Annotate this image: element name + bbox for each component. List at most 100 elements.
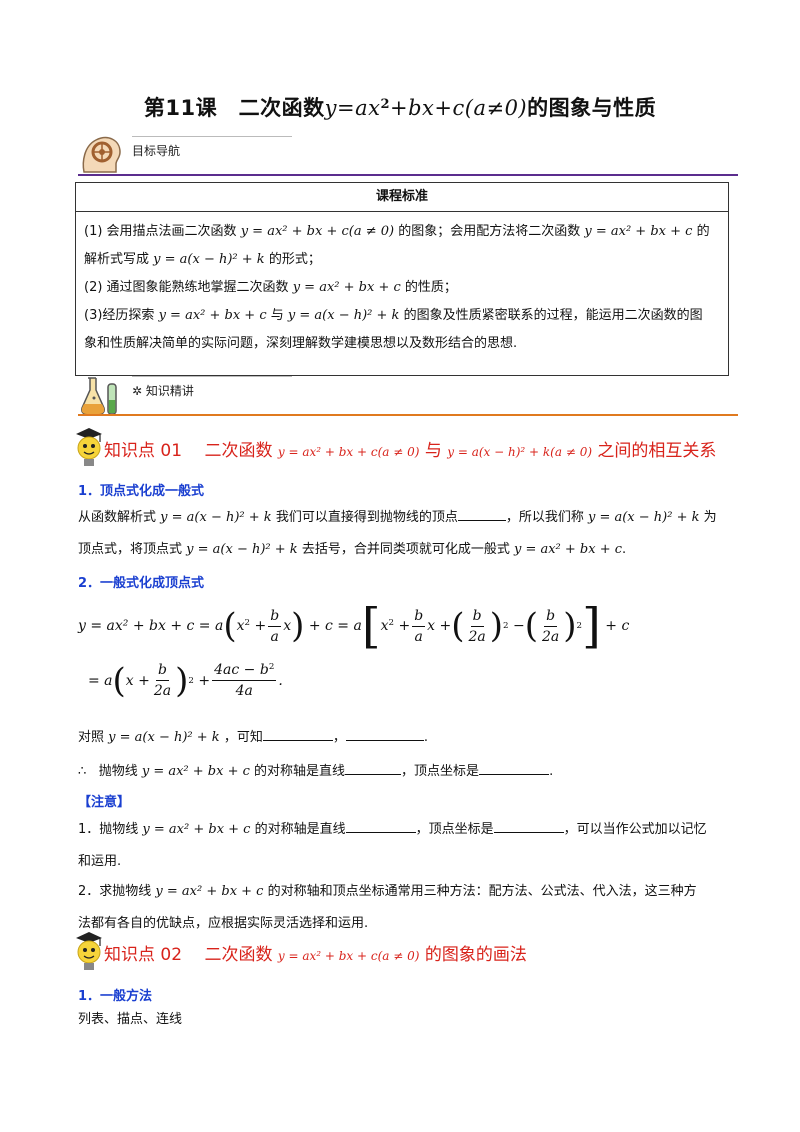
formula: y = a(x − h)² + k: [186, 542, 298, 557]
formula: y = a(x − h)² + k: [587, 510, 700, 525]
formula: y = a(x − h)² + k: [153, 252, 265, 267]
text: .: [622, 542, 627, 557]
text: 顶点式，将顶点式: [78, 542, 183, 557]
text: 抛物线: [98, 764, 138, 779]
text: ，: [332, 730, 346, 745]
kp2-prefix: 知识点 02 二次函数: [104, 945, 273, 965]
kp1-formula-1: y = ax² + bx + c(a ≠ 0): [277, 445, 420, 459]
knowledge-point-02: 知识点 02 二次函数 y = ax² + bx + c(a ≠ 0) 的图象的…: [72, 930, 752, 978]
knowledge-header: ✲ 知识精讲: [78, 374, 292, 420]
kp2-sub-1: 1．一般方法: [78, 989, 153, 1004]
header-accent-line: [132, 376, 292, 377]
standard-item-3: (3)经历探索 y = ax² + bx + c 与 y = a(x − h)²…: [84, 302, 720, 330]
formula: y = a(x − h)² + k: [160, 510, 272, 525]
standards-heading: 课程标准: [76, 183, 728, 212]
fill-blank[interactable]: [479, 760, 550, 775]
text: 的形式；: [268, 252, 321, 267]
text: .: [423, 730, 428, 745]
text: ，可知: [223, 730, 263, 745]
fill-blank[interactable]: [457, 506, 506, 521]
standard-item-3-cont: 象和性质解决简单的实际问题，深刻理解数学建模思想以及数形结合的思想.: [84, 330, 720, 358]
formula: y = ax² + bx + c: [142, 822, 251, 837]
text: 的图象；会用配方法将二次函数: [398, 224, 581, 239]
text: 象和性质解决简单的实际问题，深刻理解数学建模思想以及数形结合的思想.: [84, 336, 518, 351]
compare-line: 对照 y = a(x − h)² + k ，可知 ，.: [78, 722, 728, 754]
header-accent-line: [132, 136, 292, 137]
text: 的对称轴是直线: [254, 822, 346, 837]
formula: y = ax² + bx + c: [155, 884, 264, 899]
orange-divider: [78, 414, 738, 416]
text: ，顶点坐标是: [415, 822, 494, 837]
title-formula-y: y: [324, 96, 337, 120]
kp1-formula-2: y = a(x − h)² + k(a ≠ 0): [447, 445, 593, 459]
lightbulb-mascot-icon: [76, 428, 102, 466]
text: (2) 通过图象能熟练地掌握二次函数: [84, 280, 289, 295]
text: 的对称轴是直线: [254, 764, 346, 779]
text: 的对称轴和顶点坐标通常用三种方法：配方法、公式法、代入法，这三种方: [267, 884, 697, 899]
text: 从函数解析式: [78, 510, 157, 525]
formula: y = a(x − h)² + k: [287, 308, 400, 323]
page-title: 第11课 二次函数y=ax2+bx+c(a≠0)的图象与性质: [0, 92, 800, 122]
fill-blank[interactable]: [345, 726, 424, 741]
text: (3)经历探索: [84, 308, 155, 323]
knowledge-point-01: 知识点 01 二次函数 y = ax² + bx + c(a ≠ 0) 与 y …: [72, 426, 752, 474]
title-suffix: 的图象与性质: [527, 96, 657, 120]
kp1-paragraph-1: 从函数解析式 y = a(x − h)² + k 我们可以直接得到抛物线的顶点 ，…: [78, 502, 728, 566]
text: 为: [703, 510, 717, 525]
note-title: 【注意】: [78, 795, 131, 810]
text: 2．求抛物线: [78, 884, 152, 899]
fill-blank[interactable]: [262, 726, 333, 741]
kp2-title: 知识点 02 二次函数 y = ax² + bx + c(a ≠ 0) 的图象的…: [104, 940, 527, 965]
text: 1．抛物线: [78, 822, 139, 837]
standard-item-1-cont: 解析式写成 y = a(x − h)² + k 的形式；: [84, 246, 720, 274]
text: ，所以我们称: [505, 510, 584, 525]
standard-item-1: (1) 会用描点法画二次函数 y = ax² + bx + c(a ≠ 0) 的…: [84, 218, 720, 246]
formula: y = ax² + bx + c: [513, 542, 623, 557]
text: 与: [270, 308, 284, 323]
purple-divider: [78, 174, 738, 176]
text: 的: [696, 224, 710, 239]
fill-blank[interactable]: [493, 818, 564, 833]
formula: y = ax² + bx + c: [158, 308, 267, 323]
text: .: [549, 764, 554, 779]
text: ，可以当作公式加以记忆: [563, 822, 707, 837]
therefore-line: ∴ 抛物线 y = ax² + bx + c 的对称轴是直线 ，顶点坐标是.: [78, 756, 728, 788]
derivation-lhs-2: = a: [88, 672, 113, 689]
head-gear-icon: [82, 136, 121, 173]
title-prefix: 第11课 二次函数: [143, 96, 325, 120]
course-standards-box: 课程标准 (1) 会用描点法画二次函数 y = ax² + bx + c(a ≠…: [75, 182, 729, 376]
formula: y = ax² + bx + c(a ≠ 0): [240, 224, 395, 239]
title-formula-rest: +bx+c(a≠0): [390, 96, 528, 120]
knowledge-label-text: 知识精讲: [145, 384, 194, 398]
kp1-title: 知识点 01 二次函数 y = ax² + bx + c(a ≠ 0) 与 y …: [104, 436, 716, 461]
derivation-lhs: y = ax² + bx + c = a: [78, 618, 224, 634]
text: 的图象及性质紧密联系的过程，能运用二次函数的图: [403, 308, 703, 323]
text: 和运用.: [78, 854, 122, 869]
standard-item-2: (2) 通过图象能熟练地掌握二次函数 y = ax² + bx + c 的性质；: [84, 274, 720, 302]
formula: y = ax² + bx + c: [584, 224, 693, 239]
formula: y = ax² + bx + c: [292, 280, 401, 295]
kp1-sub-2: 2．一般式化成顶点式: [78, 576, 205, 591]
kp1-sub-1: 1．顶点式化成一般式: [78, 484, 205, 499]
kp2-paragraph-1: 列表、描点、连线: [78, 1012, 183, 1027]
text: 对照: [78, 730, 105, 745]
therefore-symbol: ∴: [78, 764, 87, 779]
lightbulb-mascot-icon: [76, 932, 102, 970]
kp1-mid: 与: [424, 441, 442, 461]
knowledge-label: ✲ 知识精讲: [132, 384, 194, 398]
fill-blank[interactable]: [345, 760, 402, 775]
text: ，顶点坐标是: [401, 764, 480, 779]
formula: y = ax² + bx + c: [141, 764, 250, 779]
goal-nav-header: 目标导航: [78, 134, 292, 178]
text: 法都有各自的优缺点，应根据实际灵活选择和运用.: [78, 916, 369, 931]
note-2: 2．求抛物线 y = ax² + bx + c 的对称轴和顶点坐标通常用三种方法…: [78, 876, 728, 940]
goal-nav-label: 目标导航: [132, 144, 181, 158]
formula: y = a(x − h)² + k: [108, 730, 220, 745]
kp1-prefix: 知识点 01 二次函数: [104, 441, 273, 461]
title-formula-eq: =ax: [336, 96, 381, 120]
fill-blank[interactable]: [345, 818, 416, 833]
text: 我们可以直接得到抛物线的顶点: [275, 510, 458, 525]
note-1: 1．抛物线 y = ax² + bx + c 的对称轴是直线 ，顶点坐标是 ，可以当…: [78, 814, 728, 878]
